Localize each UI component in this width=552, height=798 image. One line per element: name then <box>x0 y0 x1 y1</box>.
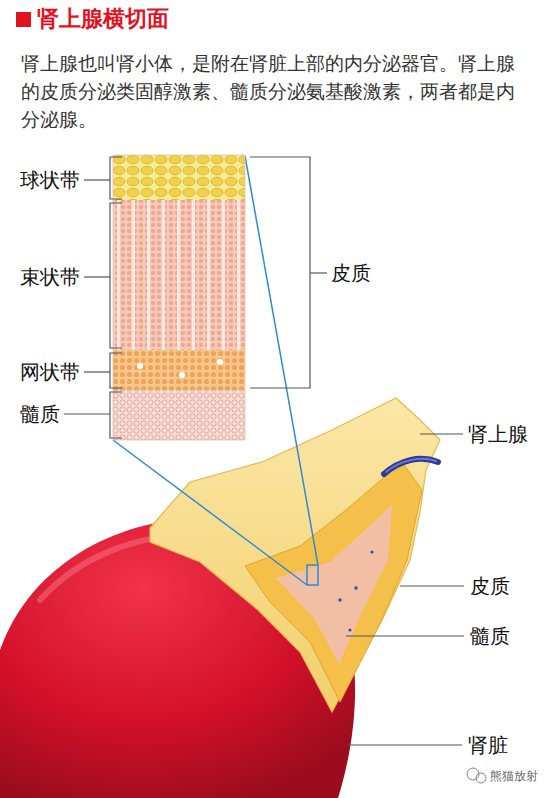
part-label: 肾脏 <box>468 733 508 757</box>
part-label: 束状带 <box>20 265 80 289</box>
part-label: 髓质 <box>470 624 510 648</box>
part-label: 髓质 <box>20 402 60 426</box>
part-label: 皮质 <box>331 261 371 285</box>
part-label: 网状带 <box>20 360 80 384</box>
part-label: 球状带 <box>20 168 80 192</box>
part-label: 皮质 <box>470 574 510 598</box>
part-label: 肾上腺 <box>468 422 528 446</box>
intro-text: 肾上腺也叫肾小体，是附在肾脏上部的内分泌器官。肾上腺 的皮质分泌类固醇激素、髓质… <box>21 49 526 133</box>
diagram-title: 肾上腺横切面 <box>37 5 169 33</box>
watermark: 熊猫放射 <box>490 768 538 784</box>
